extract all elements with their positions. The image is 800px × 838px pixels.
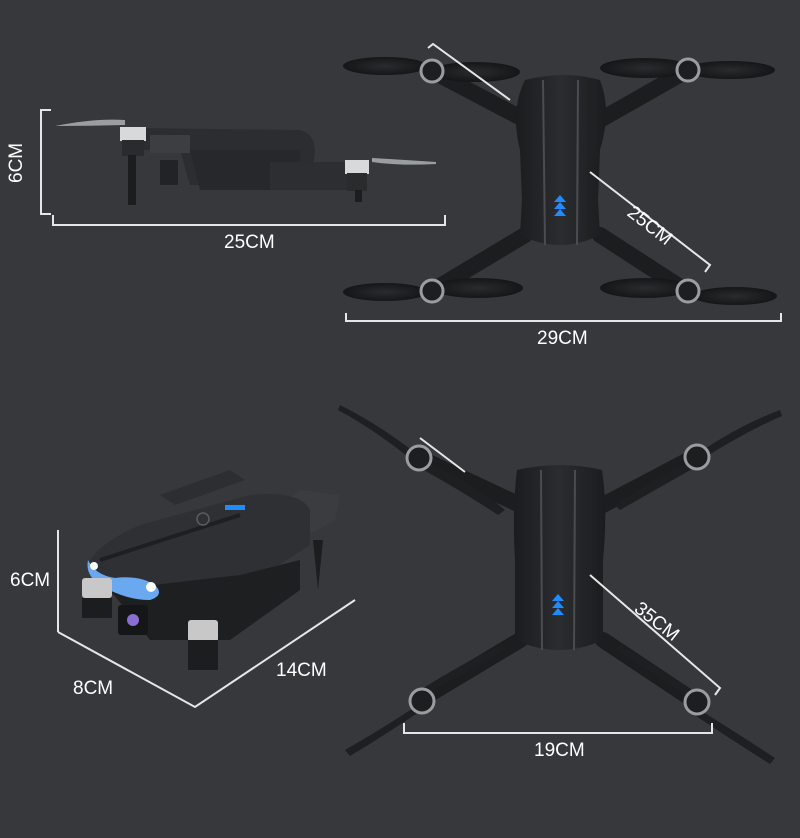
perspective-width-label: 8CM (73, 678, 114, 699)
top-view-drone-1 (343, 57, 777, 305)
top-view-2-width-label: 19CM (534, 740, 585, 761)
side-view-length-label: 25CM (224, 232, 275, 253)
top-view-drone-2 (338, 405, 782, 764)
perspective-length-label: 14CM (276, 660, 327, 681)
led-indicator-icon (554, 195, 566, 216)
side-view-height-label: 6CM (6, 142, 27, 183)
side-view-drone (55, 119, 436, 205)
led-indicator-icon (552, 594, 564, 615)
body-logo-icon (196, 512, 210, 526)
perspective-height-label: 6CM (10, 570, 51, 591)
perspective-drone (82, 470, 340, 670)
dimension-lines (40, 42, 782, 734)
top-view-1-width-label: 29CM (537, 328, 588, 349)
